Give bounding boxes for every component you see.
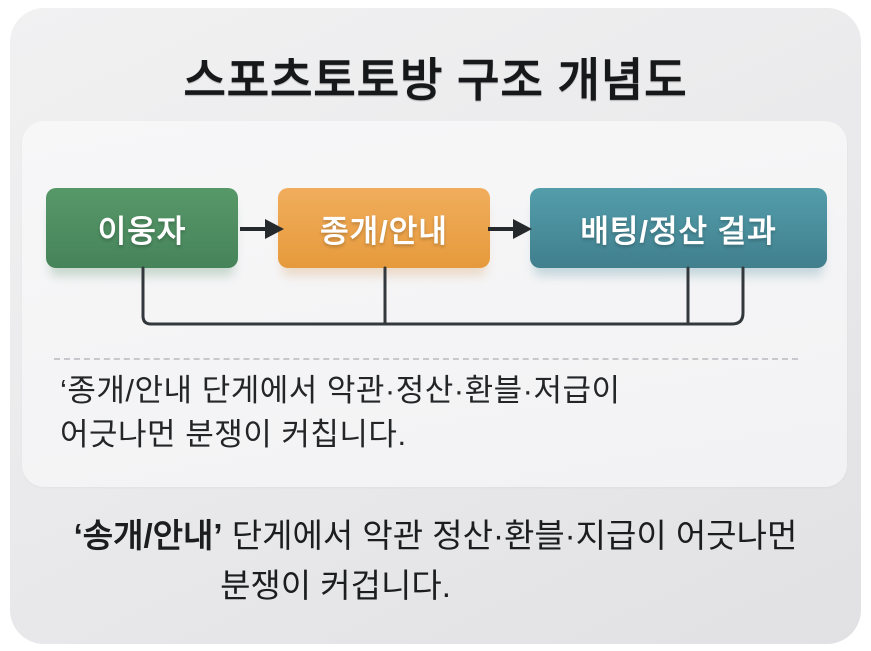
flow-node-broker: 종개/안내 [278, 188, 490, 268]
dotted-divider [54, 358, 798, 360]
flow-node-broker-label: 종개/안내 [320, 213, 448, 249]
flow-node-result: 배팅/정산 걸과 [530, 188, 827, 268]
bus-path [141, 266, 745, 326]
caption-quote: ‘송개/안내’ [73, 517, 223, 554]
diagram-title: 스포츠토토방 구조 개념도 [183, 54, 688, 106]
flow-node-user-label: 이웅자 [97, 213, 187, 249]
caption-line-2: 분쟁이 커겁니다. [220, 567, 451, 604]
diagram-card: 이웅자 종개/안내 배팅/정산 걸과 [22, 121, 847, 487]
caption-text: ‘송개/안내’ 단게에서 악관 정산·환블·지급이 어긋나먼 분쟁이 커겁니다. [10, 511, 861, 611]
arrow-right-icon-2 [488, 219, 532, 239]
note-text: ‘종개/안내 단게에서 악관·정산·환블·저급이 어긋나먼 분쟁이 커칩니다. [60, 369, 830, 457]
diagram-panel: 스포츠토토방 구조 개념도 이웅자 종개/안내 배팅/정산 걸과 [10, 8, 861, 644]
flow-node-user: 이웅자 [46, 188, 238, 268]
caption-line-1: ‘송개/안내’ 단게에서 악관 정산·환블·지급이 어긋나먼 [10, 511, 861, 561]
caption-line-1-rest: 단게에서 악관 정산·환블·지급이 어긋나먼 [222, 517, 798, 554]
note-line-1: ‘종개/안내 단게에서 악관·정산·환블·저급이 [60, 373, 621, 408]
flow-node-result-label: 배팅/정산 걸과 [580, 213, 777, 249]
note-line-2: 어긋나먼 분쟁이 커칩니다. [60, 417, 407, 452]
